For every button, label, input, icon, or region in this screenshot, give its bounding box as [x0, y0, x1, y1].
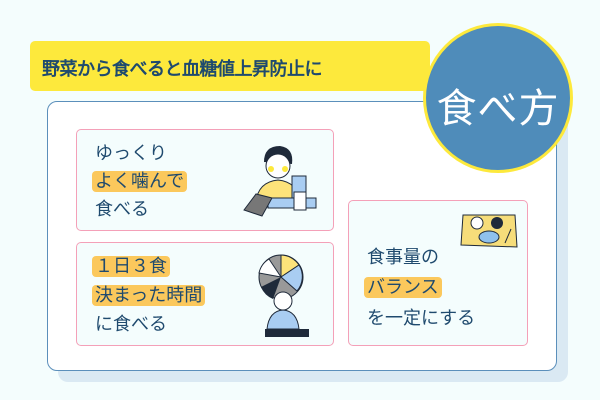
card-highlight: １日３食	[92, 256, 170, 277]
badge-text: 食べ方	[436, 86, 560, 132]
card-highlight: バランス	[364, 277, 442, 298]
card-line: 食事量の	[367, 247, 439, 268]
tip-card-chew: ゆっくり よく噛んで 食べる	[76, 129, 334, 231]
card-line: ゆっくり	[95, 143, 167, 164]
card-line: に食べる	[95, 314, 167, 335]
meal-tray-icon	[460, 214, 518, 248]
tip-card-three-meals: １日３食 決まった時間 に食べる	[76, 242, 334, 346]
tip-card-balance: 食事量の バランス を一定にする	[348, 200, 528, 346]
person-eating-icon	[243, 146, 317, 217]
card-highlight: よく噛んで	[92, 171, 188, 192]
card-line: を一定にする	[367, 308, 476, 329]
clock-person-icon	[258, 254, 309, 337]
badge-circle: 食べ方	[423, 23, 573, 173]
card-highlight: 決まった時間	[92, 285, 206, 306]
title-banner: 野菜から食べると血糖値上昇防止に	[30, 41, 430, 91]
banner-text: 野菜から食べると血糖値上昇防止に	[42, 59, 323, 80]
card-line: 食べる	[95, 199, 149, 220]
